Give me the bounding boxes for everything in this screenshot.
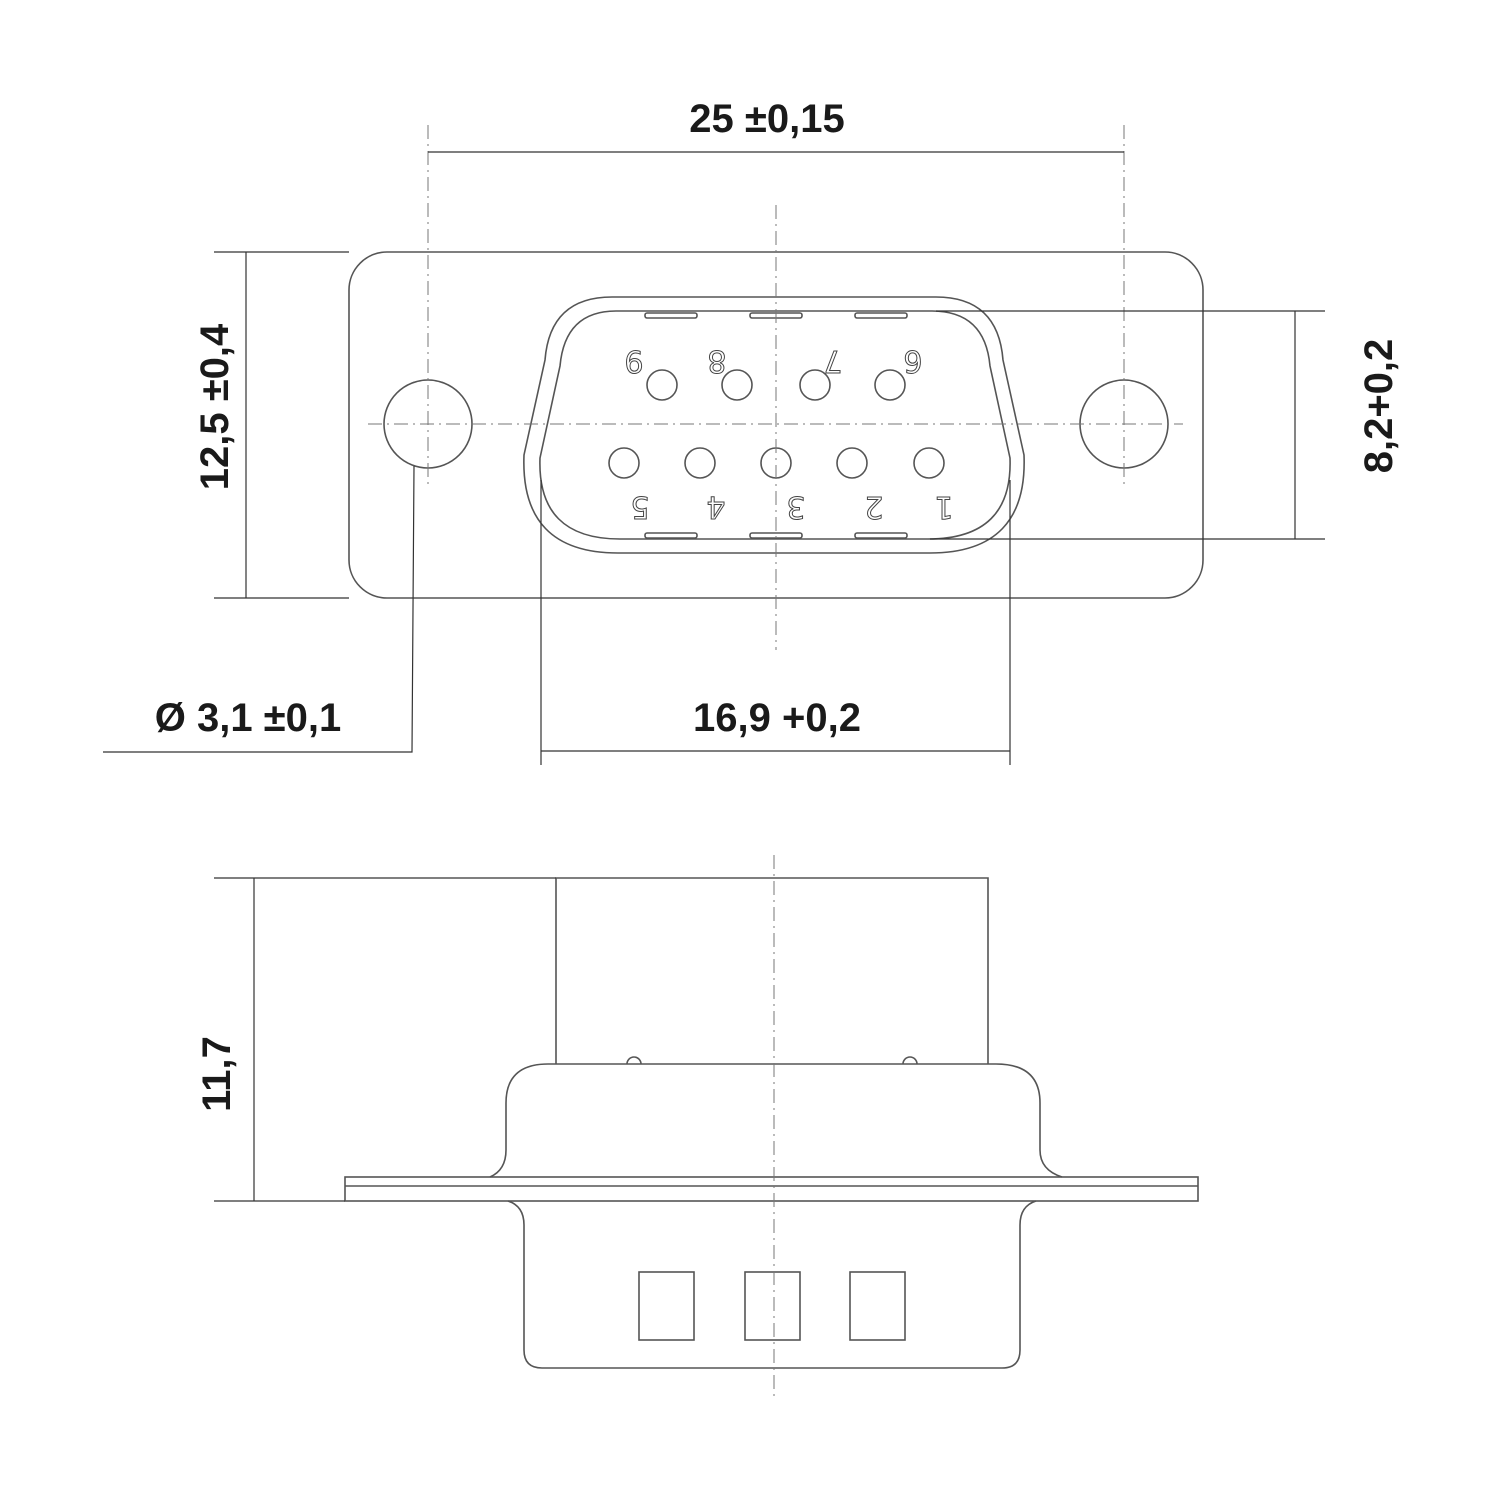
front-dimensions: 25 ±0,15 12,5 ±0,4 8,2+0,2 Ø 3,1 ±0,1 16… xyxy=(103,97,1401,765)
dimple-bottom-left xyxy=(644,532,698,539)
side-body-lower xyxy=(507,1200,1037,1369)
pin-5 xyxy=(608,447,640,479)
side-shell-upper xyxy=(555,877,989,1064)
pin-4 xyxy=(684,447,716,479)
side-dimensions: 11,7 xyxy=(195,877,556,1202)
pin-2 xyxy=(836,447,868,479)
pin-label-1: 1 xyxy=(934,489,953,524)
side-body-mid xyxy=(489,1063,1063,1178)
pin-label-7: 7 xyxy=(823,343,842,378)
front-shell-inner xyxy=(539,310,1011,540)
pin-label-5: 5 xyxy=(630,489,649,524)
side-bump-left xyxy=(626,1056,642,1065)
solder-cup-right xyxy=(849,1271,906,1341)
dim-label-hole-diameter: Ø 3,1 ±0,1 xyxy=(155,696,342,740)
dim-label-height-11-7: 11,7 xyxy=(195,1036,239,1112)
dim-label-height-12-5: 12,5 ±0,4 xyxy=(193,323,237,490)
pin-1 xyxy=(913,447,945,479)
pin-label-3: 3 xyxy=(786,489,805,524)
pin-label-2: 2 xyxy=(864,489,883,524)
side-flange xyxy=(344,1176,1199,1202)
front-view: 9 8 7 6 5 4 3 2 1 xyxy=(348,125,1204,650)
pin-label-6: 6 xyxy=(903,343,922,378)
dim-label-width-25: 25 ±0,15 xyxy=(689,97,844,141)
pin-9 xyxy=(646,369,678,401)
leader-line-hole-diameter xyxy=(103,465,415,753)
dim-label-width-16-9: 16,9 +0,2 xyxy=(693,696,861,740)
solder-cup-center xyxy=(744,1271,801,1341)
pin-6 xyxy=(874,369,906,401)
dim-label-height-8-2: 8,2+0,2 xyxy=(1357,339,1401,474)
side-bump-right xyxy=(902,1056,918,1065)
solder-cup-left xyxy=(638,1271,695,1341)
dimple-bottom-right xyxy=(854,532,908,539)
side-view xyxy=(344,855,1199,1398)
pin-8 xyxy=(721,369,753,401)
front-shell-outer xyxy=(523,296,1025,554)
pin-label-9: 9 xyxy=(624,343,643,378)
pin-label-4: 4 xyxy=(706,489,725,524)
pin-label-8: 8 xyxy=(707,343,726,378)
dimple-top-left xyxy=(644,312,698,319)
dimple-top-right xyxy=(854,312,908,319)
pin-7 xyxy=(799,369,831,401)
